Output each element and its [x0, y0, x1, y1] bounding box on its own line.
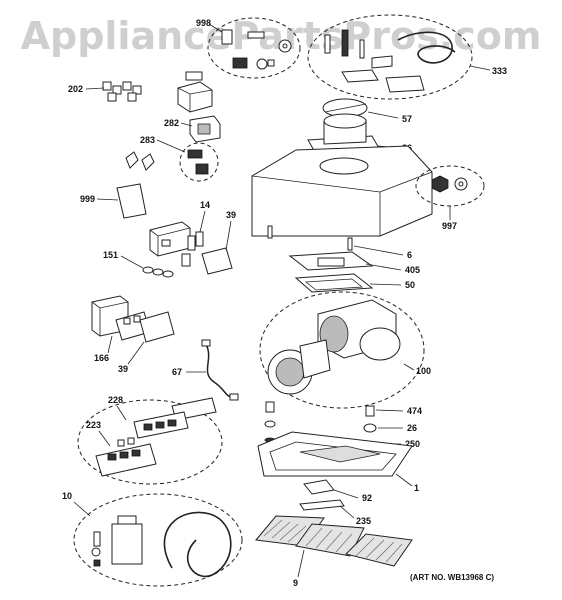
instruction-card-999[interactable]: [116, 183, 147, 219]
callout-999: 999: [80, 194, 95, 204]
callout-100: 100: [416, 366, 431, 376]
callout-14: 14: [200, 200, 210, 210]
callout-250: 250: [405, 439, 420, 449]
bracket-clips[interactable]: [125, 151, 155, 171]
callout-202: 202: [68, 84, 83, 94]
lamps-151[interactable]: [142, 266, 174, 278]
panel-39-upper[interactable]: [201, 247, 233, 275]
callout-997: 997: [442, 221, 457, 231]
grease-filters-9[interactable]: [255, 515, 413, 567]
switch-assembly-223[interactable]: [95, 437, 157, 477]
callout-67: 67: [172, 367, 182, 377]
plate-405[interactable]: [288, 251, 374, 271]
terminal-strip-202[interactable]: [102, 81, 142, 102]
callout-9: 9: [293, 578, 298, 588]
callout-1: 1: [414, 483, 419, 493]
panel-39-lower[interactable]: [139, 311, 175, 343]
callout-235: 235: [356, 516, 371, 526]
callout-333: 333: [492, 66, 507, 76]
gasket-50[interactable]: [294, 273, 374, 293]
lamp-socket-474[interactable]: [365, 405, 375, 417]
damper-57[interactable]: [322, 98, 368, 118]
nut-group-997[interactable]: [415, 165, 485, 207]
wire-harness-67[interactable]: [201, 339, 239, 401]
hood-body[interactable]: [251, 145, 433, 237]
callout-39-upper: 39: [226, 210, 236, 220]
callout-151: 151: [103, 250, 118, 260]
strip-235[interactable]: [299, 499, 345, 511]
callout-474: 474: [407, 406, 422, 416]
callout-10: 10: [62, 491, 72, 501]
wiring-kit-10[interactable]: [73, 493, 243, 587]
bottom-pan-1[interactable]: [257, 431, 413, 477]
hardware-group-333[interactable]: [307, 14, 473, 100]
junction-box[interactable]: [177, 71, 213, 113]
screw-6[interactable]: [347, 237, 353, 251]
callout-405: 405: [405, 265, 420, 275]
screw[interactable]: [267, 225, 273, 239]
callout-283: 283: [140, 135, 155, 145]
callout-92: 92: [362, 493, 372, 503]
callout-39-lower: 39: [118, 364, 128, 374]
callout-223: 223: [86, 420, 101, 430]
art-number: (ART NO. WB13968 C): [410, 573, 494, 582]
blower-assembly-100[interactable]: [259, 291, 425, 409]
switch-assembly-228[interactable]: [77, 397, 223, 485]
transformer-282[interactable]: [189, 115, 221, 143]
hardware-group-998[interactable]: [207, 17, 301, 79]
callout-228: 228: [108, 395, 123, 405]
switch-bracket[interactable]: [149, 221, 191, 257]
lamp-socket-left[interactable]: [264, 401, 276, 443]
callout-57: 57: [402, 114, 412, 124]
clip-group-283[interactable]: [179, 142, 219, 182]
control-housing-166[interactable]: [91, 295, 151, 341]
knob-14[interactable]: [181, 231, 204, 267]
callout-282: 282: [164, 118, 179, 128]
callout-50: 50: [405, 280, 415, 290]
lens-92[interactable]: [303, 479, 335, 495]
callout-166: 166: [94, 353, 109, 363]
lamp-cover-26[interactable]: [363, 423, 377, 433]
callout-26: 26: [407, 423, 417, 433]
callout-6: 6: [407, 250, 412, 260]
callout-998: 998: [196, 18, 211, 28]
